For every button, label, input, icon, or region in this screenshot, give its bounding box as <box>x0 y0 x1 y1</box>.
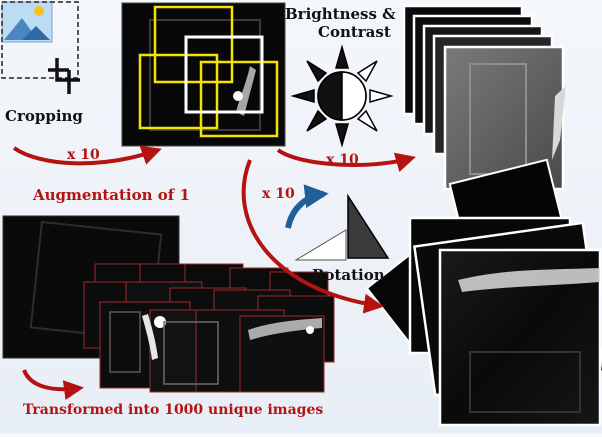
crop-example-image <box>121 2 286 147</box>
brightness-label-line2: Contrast <box>318 23 391 41</box>
image-icon <box>1 1 53 43</box>
brightness-stack <box>402 4 566 191</box>
cropping-label: Cropping <box>5 107 83 125</box>
arrow-rotation <box>241 159 384 314</box>
crop-icon <box>48 58 80 94</box>
x10-brightness-label: x 10 <box>326 152 359 168</box>
triangle-outline-icon <box>294 229 347 261</box>
rotate-arrow-icon <box>285 184 329 229</box>
triangle-icon <box>347 193 390 259</box>
x10-crop-label: x 10 <box>67 147 100 163</box>
sun-icon <box>290 44 394 148</box>
arrow-crop <box>12 145 162 166</box>
x10-rotation-label: x 10 <box>262 186 295 202</box>
transformed-features <box>109 311 322 385</box>
transformed-grid <box>83 263 335 393</box>
rotation-stack <box>365 158 602 427</box>
transformed-label: Transformed into 1000 unique images <box>23 402 324 418</box>
arrow-brightness <box>276 148 416 173</box>
augmentation-label: Augmentation of 1 <box>33 186 190 204</box>
brightness-label-line1: Brightness & <box>285 5 396 23</box>
crop-frame <box>1 1 79 79</box>
rotation-label: Rotation <box>312 266 385 284</box>
arrow-transform <box>22 369 84 401</box>
